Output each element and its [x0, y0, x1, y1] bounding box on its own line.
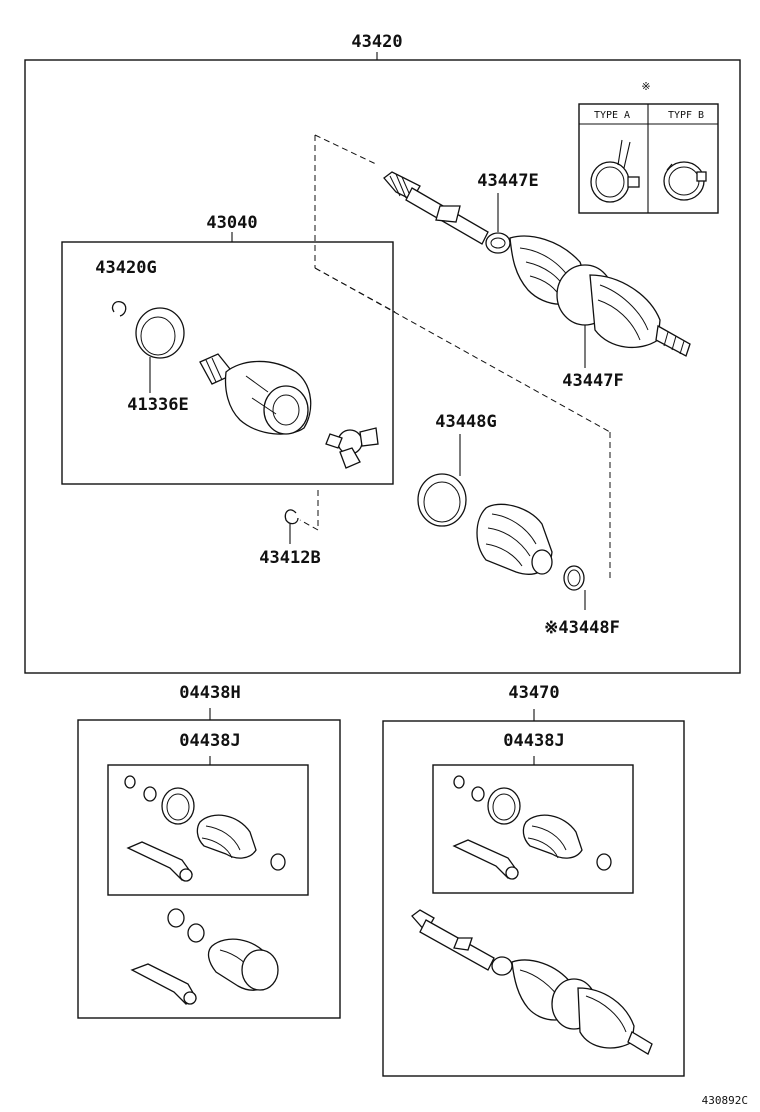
- label-43448F[interactable]: ※43448F: [544, 618, 620, 638]
- snap-ring-43412B: [284, 509, 299, 525]
- drive-shaft-lower: [411, 909, 653, 1055]
- assembly-43420-box: [24, 59, 741, 674]
- clamp-43448G: [417, 473, 467, 527]
- type-a-label: TYPE A: [594, 110, 630, 121]
- boot-kit-04438J-left-box: [107, 764, 309, 896]
- label-43412B[interactable]: 43412B: [259, 548, 320, 568]
- snap-ring-43420G: [111, 300, 127, 317]
- inboard-joint-43040-box: [61, 241, 394, 485]
- label-43447E[interactable]: 43447E: [477, 171, 538, 191]
- clamp-43448F: [563, 565, 585, 591]
- ring-41336E: [135, 307, 185, 359]
- tripod-joint: [325, 427, 379, 469]
- kit-j-right-parts: [452, 775, 612, 880]
- label-04438J-right[interactable]: 04438J: [503, 731, 564, 751]
- label-04438J-left[interactable]: 04438J: [179, 731, 240, 751]
- type-b-label: TYPF B: [668, 110, 704, 121]
- figure-id: 430892C: [702, 1094, 748, 1107]
- kit-j-left-parts: [124, 775, 286, 882]
- label-43040[interactable]: 43040: [206, 213, 257, 233]
- kit-h-extra-parts: [130, 908, 279, 1005]
- boot-kit-04438H-box: [77, 719, 341, 1019]
- type-a-clamp-icon: [590, 139, 640, 203]
- drive-shaft-assembly: [383, 171, 691, 357]
- type-legend-mark: ※: [641, 80, 650, 93]
- label-43470[interactable]: 43470: [508, 683, 559, 703]
- outer-race: [199, 353, 312, 435]
- label-43420G[interactable]: 43420G: [95, 258, 156, 278]
- shaft-assy-43470-box: [382, 720, 685, 1077]
- label-43448G[interactable]: 43448G: [435, 412, 496, 432]
- label-43447F[interactable]: 43447F: [562, 371, 623, 391]
- type-b-clamp-icon: [663, 161, 707, 201]
- boot-inboard: [476, 503, 553, 575]
- label-04438H[interactable]: 04438H: [179, 683, 240, 703]
- label-41336E[interactable]: 41336E: [127, 395, 188, 415]
- type-legend: ※ TYPE A TYPF B: [578, 80, 719, 214]
- label-43420[interactable]: 43420: [351, 32, 402, 52]
- boot-kit-04438J-right-box: [432, 764, 634, 894]
